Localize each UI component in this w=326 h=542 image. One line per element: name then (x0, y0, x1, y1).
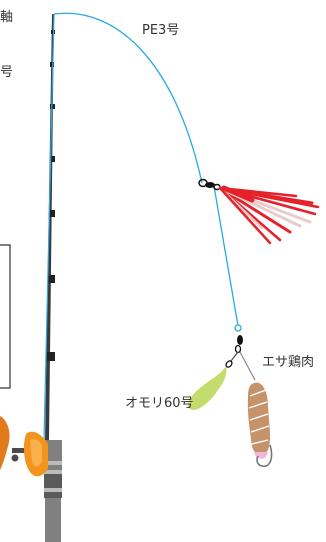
sinker-label: オモリ60号 (125, 396, 194, 411)
main-line (53, 12, 203, 184)
cut-off-text-middle: 号 (0, 65, 14, 80)
line-along-rod (43, 13, 55, 441)
feather-lure (218, 185, 320, 245)
lower-swivel (225, 324, 256, 381)
line-label: PE3号 (142, 23, 180, 38)
leader-line (213, 185, 239, 327)
cut-off-box (0, 244, 11, 389)
cut-off-text-top: 軸 (0, 10, 14, 25)
reel (0, 416, 48, 477)
swivel-with-lure (198, 178, 320, 245)
bait-label: エサ鶏肉 (262, 355, 315, 370)
chicken-bait (247, 382, 273, 468)
sinker (188, 366, 227, 410)
hook-icon (256, 444, 273, 468)
